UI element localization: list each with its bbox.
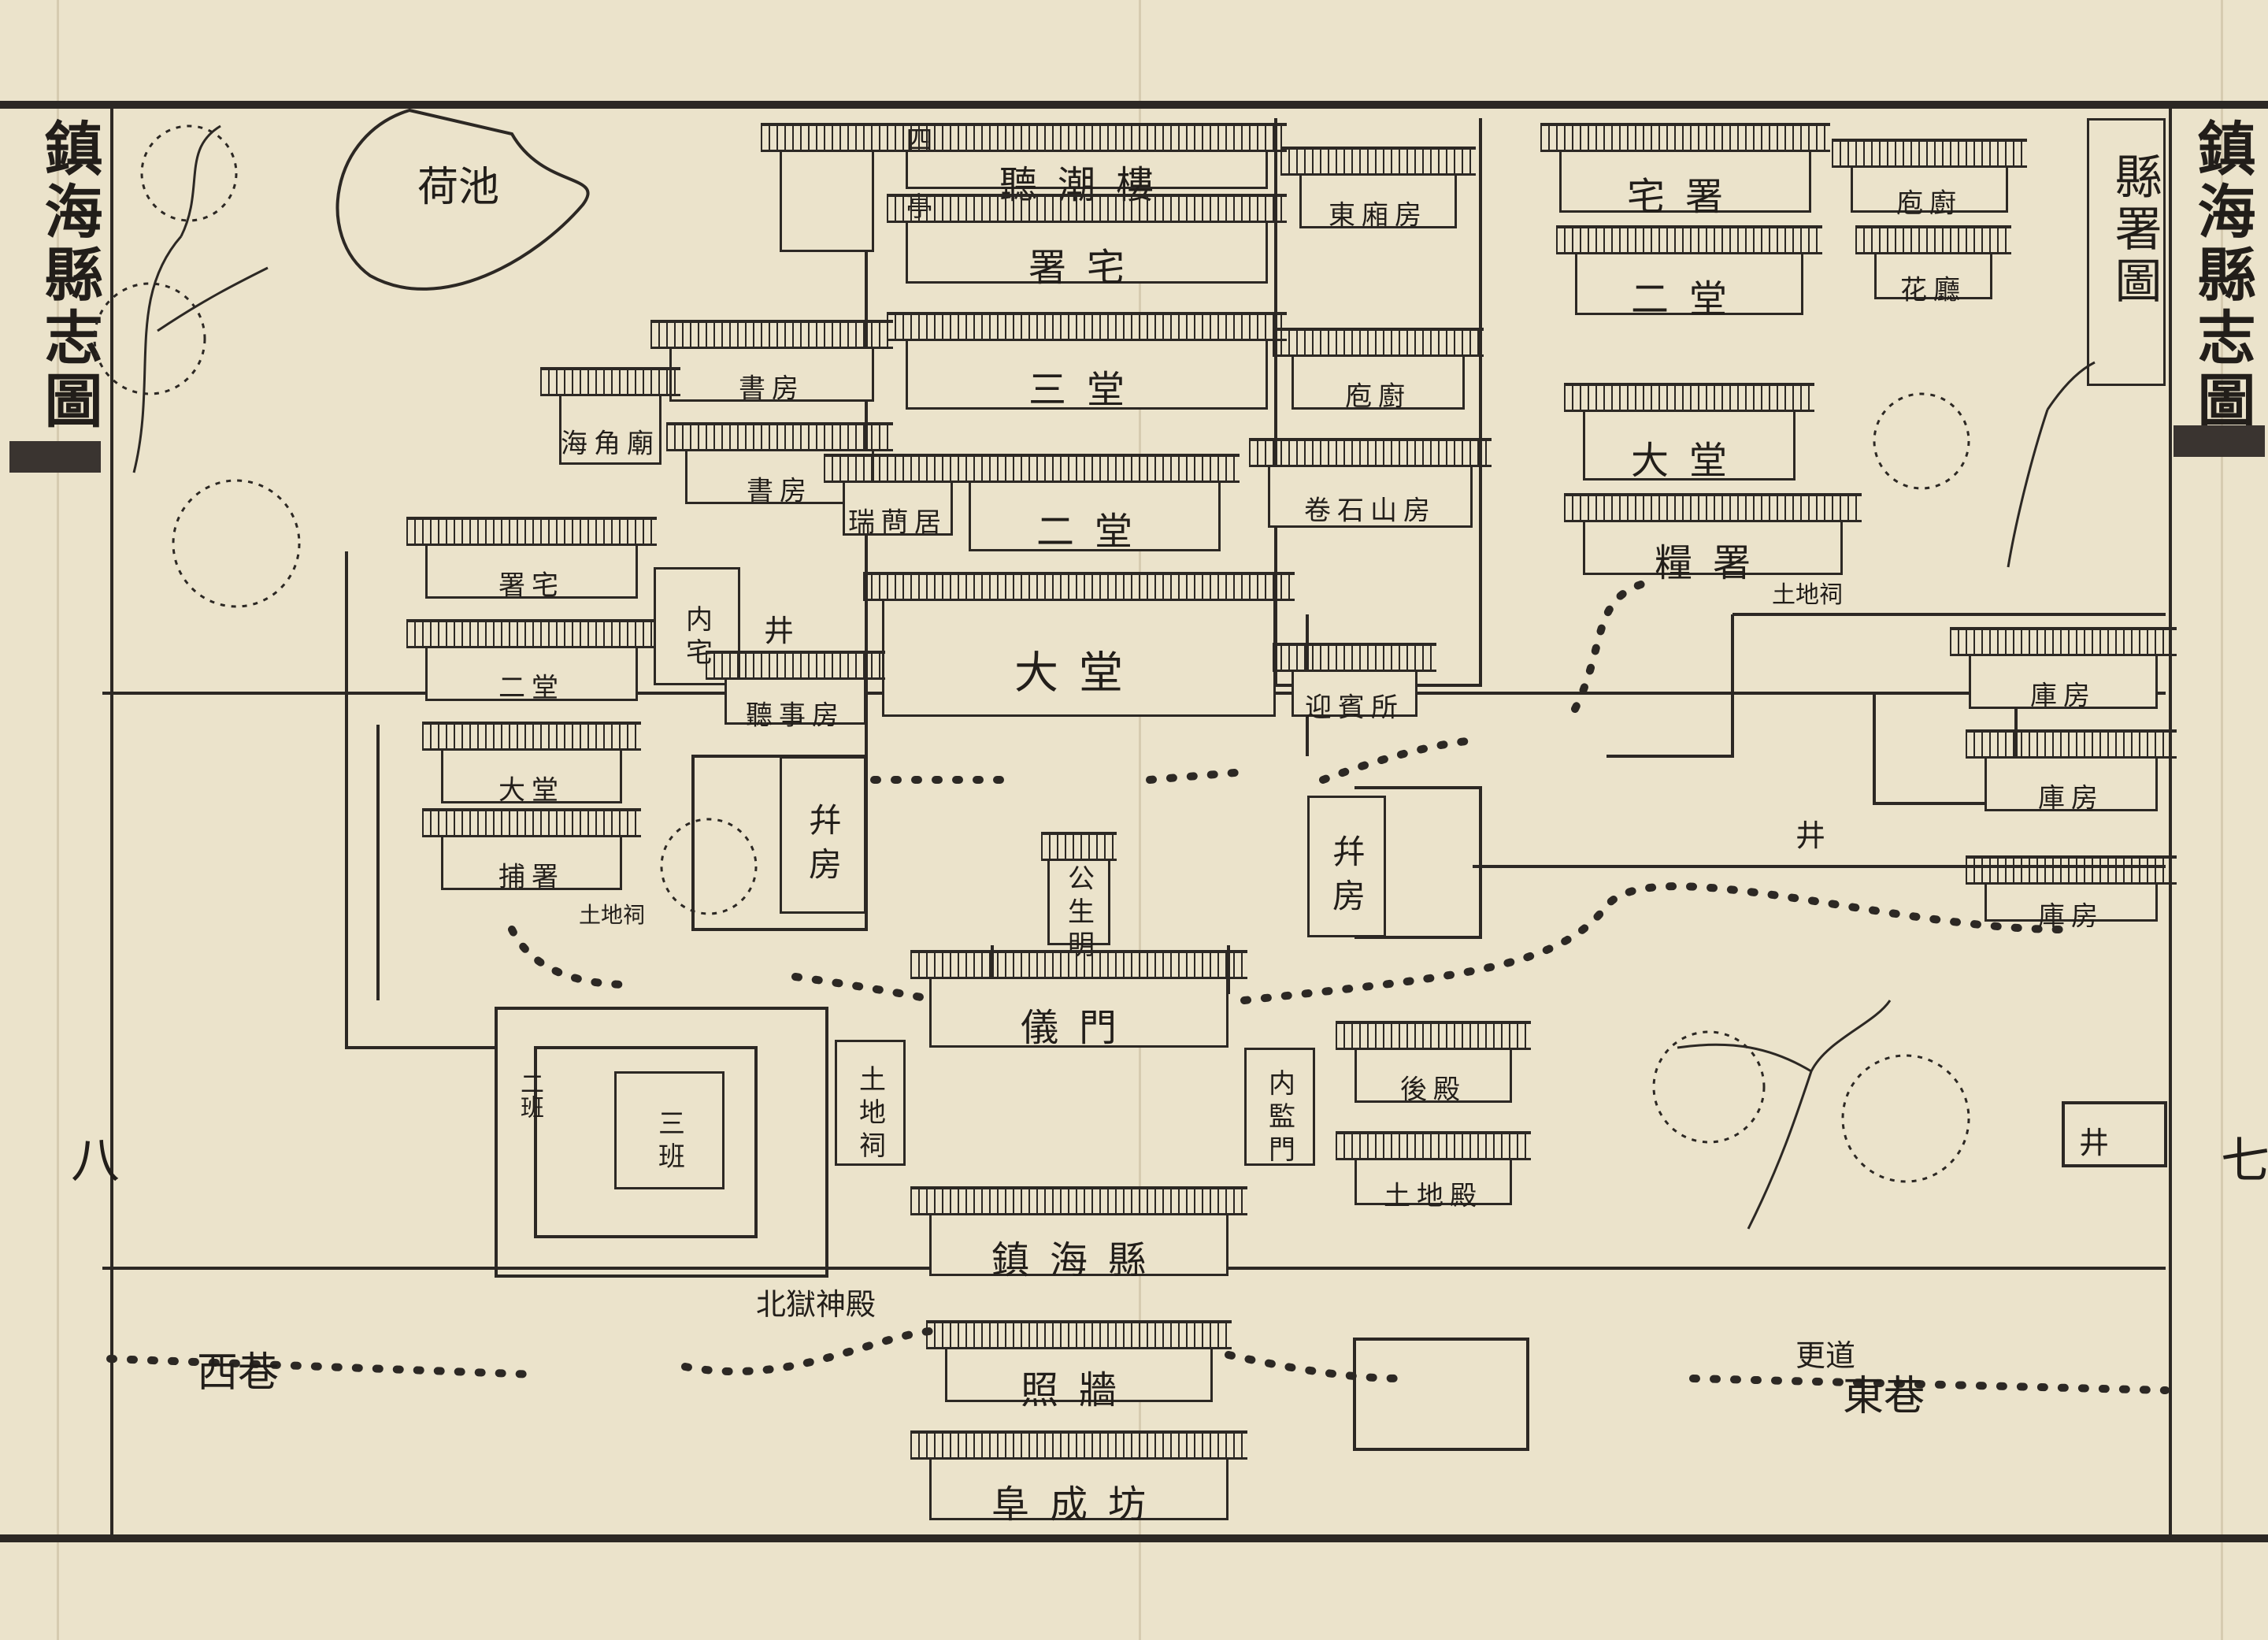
r-zhai-building: 宅署 <box>1540 123 1830 219</box>
well-3-label: 北獄神殿 <box>756 1287 876 1322</box>
fucheng-fang-arch: 阜成坊 <box>910 1430 1247 1527</box>
tu-di-dian-building: 土地殿 <box>1336 1131 1531 1212</box>
book-title-right: 鎮海縣志圖 <box>2188 118 2255 433</box>
juanshi-shanfang-building: 卷石山房 <box>1249 438 1492 528</box>
hou-dian-building: 後殿 <box>1336 1021 1531 1106</box>
ting-shi-fang-building: 聽事房 <box>706 651 885 732</box>
fishtail-mark-left <box>9 441 101 473</box>
shu-zhai-west-building: 署宅 <box>406 517 657 602</box>
pond-label: 荷池 <box>417 164 500 211</box>
da-tang-building: 大堂 <box>863 572 1295 717</box>
er-tang-west-building: 二堂 <box>406 619 657 704</box>
r-well-label: 井 <box>1796 818 1826 853</box>
dong-xiang-fang-building: 東廂房 <box>1280 147 1476 232</box>
page-edge-right <box>2221 0 2223 1640</box>
da-tang-west-building: 大堂 <box>422 722 641 807</box>
haijiao-miao-building: 海角廟 <box>540 367 680 465</box>
path-dots <box>106 579 2170 1394</box>
simian-ting-pavilion: 四面亭 <box>761 123 932 252</box>
tu-di-ci-west-label: 土地祠 <box>579 902 646 928</box>
jian-yu-building: 三班 <box>614 1071 724 1189</box>
shu-fang-4-building: 幷房 <box>1307 796 1386 937</box>
r-ku-fang-2-building: 庫房 <box>1966 729 2177 814</box>
right-margin-column <box>2169 109 2268 1536</box>
xi-xiang-label: 西巷 <box>197 1349 280 1397</box>
r-tu-di-ci-label: 土地祠 <box>1772 581 1843 609</box>
map-frame <box>0 101 2268 1542</box>
san-ban-building: 土地祠 <box>835 1040 906 1166</box>
tingchao-lou-building: 聽潮樓 <box>887 123 1287 207</box>
zhenhai-xian-gate: 鎮海縣 <box>910 1186 1247 1282</box>
left-margin-column <box>0 109 113 1536</box>
map-title: 縣署圖 <box>2107 152 2162 308</box>
bu-shu-building: 捕署 <box>422 808 641 893</box>
er-ban-building: 内監門 <box>1244 1048 1315 1168</box>
book-title-left: 鎮海縣志圖 <box>35 118 102 433</box>
r-hua-ting-building: 花廳 <box>1855 225 2011 306</box>
page-fold <box>1139 0 1141 1640</box>
fishtail-mark-right <box>2174 425 2265 457</box>
page-edge-left <box>57 0 59 1640</box>
shu-zhai-building: 署宅 <box>887 194 1287 290</box>
r-ku-fang-3-building: 庫房 <box>1966 855 2177 933</box>
r-liang-shu-building: 糧署 <box>1564 493 1862 585</box>
trees <box>93 124 2096 1230</box>
geng-dao-label: 二班 <box>516 1071 543 1119</box>
r-ku-fang-1-building: 庫房 <box>1950 627 2177 712</box>
yi-men-building: 儀門 <box>910 950 1247 1050</box>
shu-fang-3-building: 幷房 <box>780 756 866 914</box>
pond-outline <box>335 108 590 291</box>
san-tang-building: 三堂 <box>887 312 1287 412</box>
zhao-qiang-wall: 照牆 <box>926 1320 1232 1412</box>
well-4-label: 更道 <box>1796 1338 1856 1373</box>
shu-fang-1-building: 書房 <box>650 320 893 405</box>
well-1-label: 井 <box>764 614 795 648</box>
r-well-2-label: 井 <box>2079 1126 2110 1160</box>
er-tang-building: 二堂 <box>950 454 1240 554</box>
r-er-tang-building: 二堂 <box>1556 225 1822 321</box>
dong-xiang-label: 東巷 <box>1843 1373 1925 1420</box>
pao-chu-building: 庖廚 <box>1273 328 1484 413</box>
map-title-box: 縣署圖 <box>2087 118 2166 386</box>
page-number-right: 七 <box>2212 1134 2268 1188</box>
r-da-tang-building: 大堂 <box>1564 383 1814 483</box>
rui-jian-ju-building: 瑞蔄居 <box>824 454 972 539</box>
gong-sheng-ming-pavilion: 公生明 <box>1041 832 1117 963</box>
ying-bin-suo-building: 迎賓所 <box>1273 643 1436 724</box>
r-pao-chu-building: 庖廚 <box>1832 139 2027 220</box>
page-number-left: 八 <box>62 1134 120 1188</box>
